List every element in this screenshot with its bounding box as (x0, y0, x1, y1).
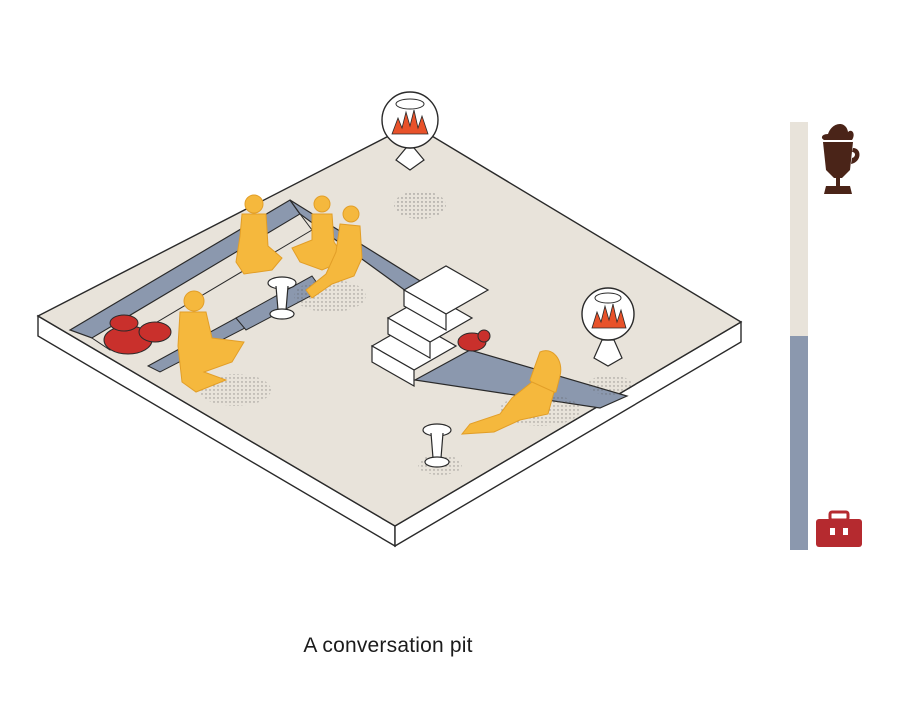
stool-front (422, 423, 452, 468)
fire-globe-front (581, 287, 635, 367)
person-back-left (235, 194, 283, 275)
step-1-riser (371, 344, 415, 388)
caption: A conversation pit (303, 634, 473, 657)
steps (370, 265, 490, 388)
coffee-cup-icon (821, 123, 860, 194)
person-left-laptop (177, 290, 245, 393)
person-right-reclining (460, 350, 562, 435)
scale-bar (790, 122, 808, 550)
flame-icon (591, 303, 627, 329)
sleeping-cat (457, 329, 491, 352)
floor-cushions (103, 314, 172, 355)
person-back-center (291, 195, 347, 271)
scale-bar-bottom (790, 336, 808, 550)
stool-center (267, 276, 297, 320)
fire-globe-back (381, 91, 439, 171)
person-back-right (305, 205, 363, 299)
scale-bar-top (790, 122, 808, 336)
step-3-riser (403, 288, 447, 332)
briefcase-icon (816, 510, 862, 547)
flame-icon (391, 109, 429, 135)
step-2-riser (387, 316, 431, 360)
